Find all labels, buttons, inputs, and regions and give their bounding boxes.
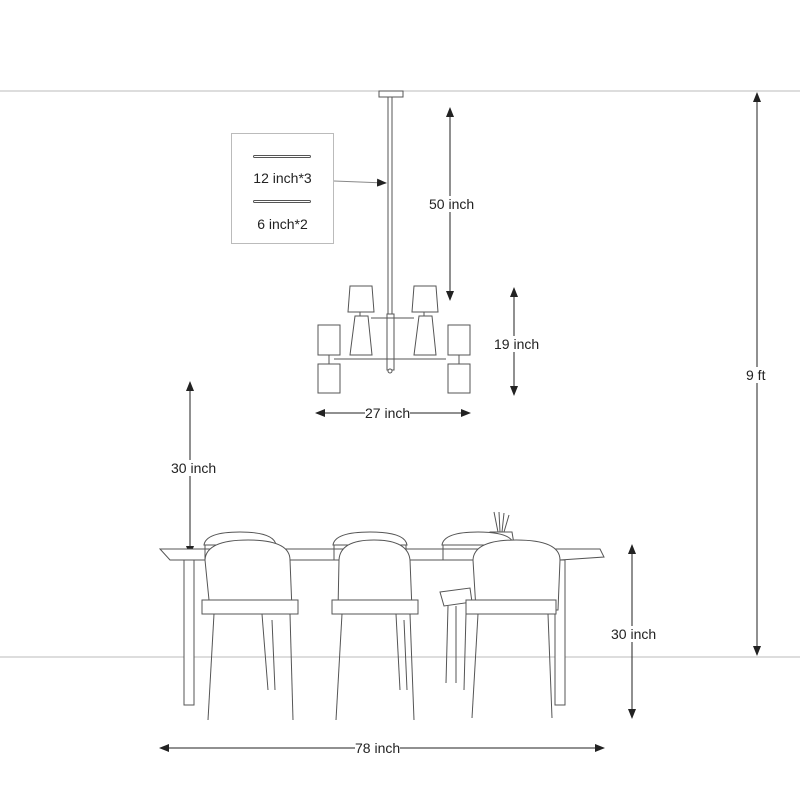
chair-front-middle <box>331 539 419 721</box>
ceiling-canopy <box>378 90 404 98</box>
fixture-width-label: 27 inch <box>365 405 411 421</box>
chair-front-left <box>201 539 299 721</box>
table-length-label: 78 inch <box>355 740 401 756</box>
center-column <box>386 313 395 371</box>
long-rod-label: 12 inch*3 <box>253 170 312 186</box>
table-height-label: 30 inch <box>611 626 657 642</box>
ceiling-height-label: 9 ft <box>746 367 766 383</box>
clearance-label: 30 inch <box>171 460 217 476</box>
short-rod-icon <box>253 200 311 203</box>
rod-legend-box: 12 inch*3 6 inch*2 <box>231 133 334 244</box>
downrod <box>387 96 393 315</box>
chain-length-label: 50 inch <box>429 196 475 212</box>
chair-front-right <box>463 539 561 719</box>
rod-pointer-arrow <box>333 178 387 187</box>
table-leg-left <box>183 559 195 706</box>
upper-shade-left <box>347 285 375 356</box>
upper-shade-right <box>411 285 439 356</box>
fixture-height-label: 19 inch <box>494 336 540 352</box>
outer-shade-left <box>317 324 341 394</box>
chandelier <box>317 90 471 394</box>
long-rod-icon <box>253 155 311 158</box>
short-rod-label: 6 inch*2 <box>257 216 308 232</box>
outer-shade-right <box>447 324 471 394</box>
